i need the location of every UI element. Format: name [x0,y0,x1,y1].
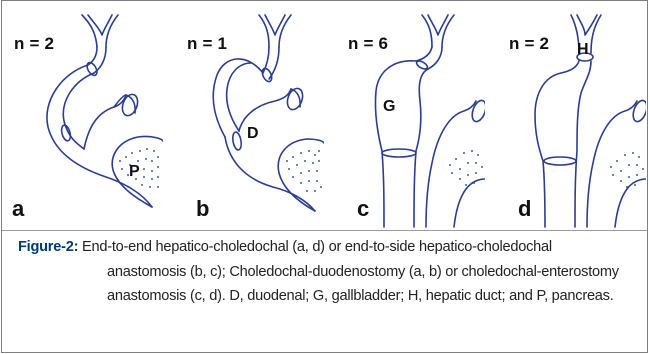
panel-d-count: n = 2 [509,34,549,54]
panel-a-letter: a [12,196,24,222]
panel-a-count: n = 2 [14,34,54,54]
panel-b-count: n = 1 [187,34,227,54]
caption-paragraph: Figure-2: End-to-end hepatico-choledocha… [18,235,633,309]
caption-text-block: Figure-2: End-to-end hepatico-choledocha… [18,235,633,309]
panel-c-letter: c [357,196,369,222]
panel-c-organ-label: G [383,98,395,116]
panel-b: n = 1 D b [163,1,324,230]
panel-c-count: n = 6 [348,34,388,54]
panel-c: n = 6 G c [324,1,485,230]
panel-b-organ-label: D [247,125,259,143]
figure-panels: n = 2 P a [2,1,647,230]
panel-a: n = 2 P a [2,1,163,230]
panel-a-organ-label: P [129,163,140,181]
caption-body: End-to-end hepatico-choledochal (a, d) o… [78,239,619,304]
panel-d: n = 2 H d [485,1,646,230]
panel-b-letter: b [196,196,209,222]
panel-d-organ-label: H [577,41,589,59]
caption-title: Figure-2: [18,239,78,255]
figure-caption: Figure-2: End-to-end hepatico-choledocha… [2,230,647,352]
panel-d-letter: d [518,196,531,222]
